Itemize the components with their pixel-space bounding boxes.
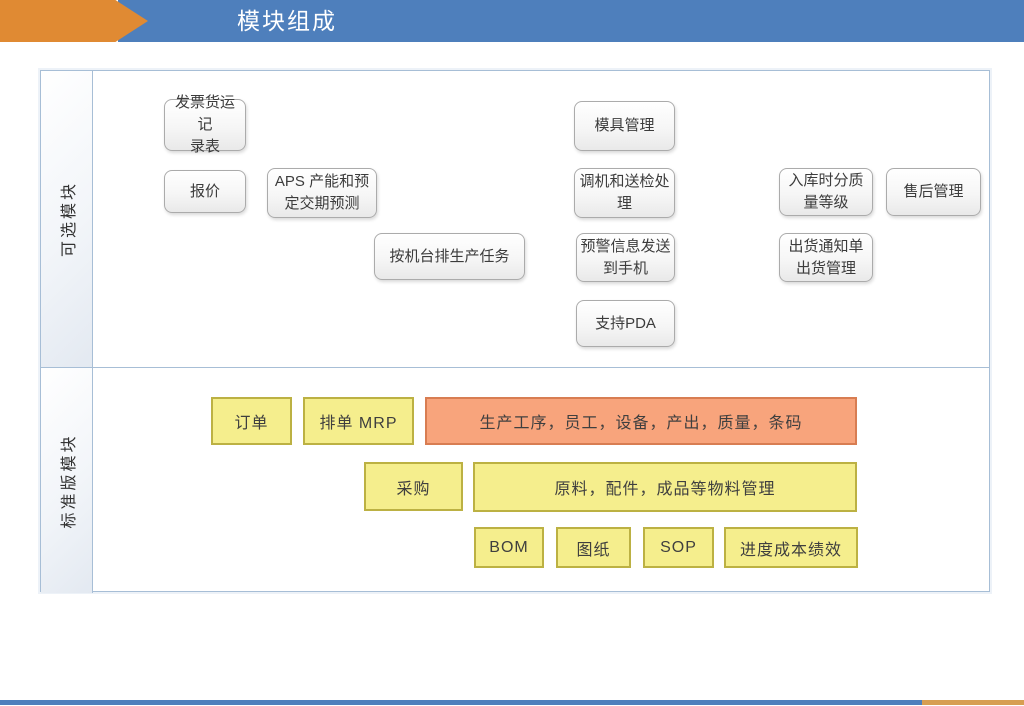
footer-bar [0,700,1024,705]
module-box-drawings: 图纸 [556,527,631,568]
module-box-sop: SOP [643,527,714,568]
module-box-alert-to-phone: 预警信息发送 到手机 [576,233,675,282]
module-box-order: 订单 [211,397,292,445]
module-box-materials-management: 原料，配件，成品等物料管理 [473,462,857,512]
module-box-warehouse-quality-grade: 入库时分质 量等级 [779,168,873,216]
module-box-machine-production-tasks: 按机台排生产任务 [374,233,525,280]
module-box-invoice-shipping-record: 发票货运记 录表 [164,94,246,155]
module-box-bom: BOM [474,527,544,568]
module-box-purchasing: 采购 [364,462,463,511]
module-box-shipping-notice-management: 出货通知单 出货管理 [779,233,873,282]
module-box-machine-adjust-inspection: 调机和送检处 理 [574,168,675,218]
module-box-production-process: 生产工序，员工，设备，产出，质量，条码 [425,397,857,445]
module-box-progress-cost-kpi: 进度成本绩效 [724,527,858,568]
section-optional-modules: 可选模块 发票货运记 录表 报价 APS 产能和预 定交期预测 按机台排生产任务… [41,71,989,367]
module-box-pda-support: 支持PDA [576,300,675,347]
header-bar [118,0,1024,42]
footer-bar-orange [922,700,1024,705]
standard-modules-label: 标准版模块 [60,432,78,529]
standard-modules-label-cell: 标准版模块 [41,368,93,593]
footer-bar-blue [0,700,922,705]
optional-modules-label: 可选模块 [60,180,78,258]
module-box-mrp-scheduling: 排单 MRP [303,397,414,445]
module-box-aps-capacity-delivery-forecast: APS 产能和预 定交期预测 [267,168,377,218]
slide-title: 模块组成 [237,8,337,34]
module-box-quote: 报价 [164,170,246,213]
module-box-mold-management: 模具管理 [574,101,675,151]
header-arrow-decoration [0,0,148,42]
module-box-after-sales-management: 售后管理 [886,168,981,216]
module-diagram: 可选模块 发票货运记 录表 报价 APS 产能和预 定交期预测 按机台排生产任务… [40,70,990,593]
section-standard-modules: 标准版模块 订单 排单 MRP 生产工序，员工，设备，产出，质量，条码 采购 原… [41,367,989,593]
optional-modules-label-cell: 可选模块 [41,71,93,367]
